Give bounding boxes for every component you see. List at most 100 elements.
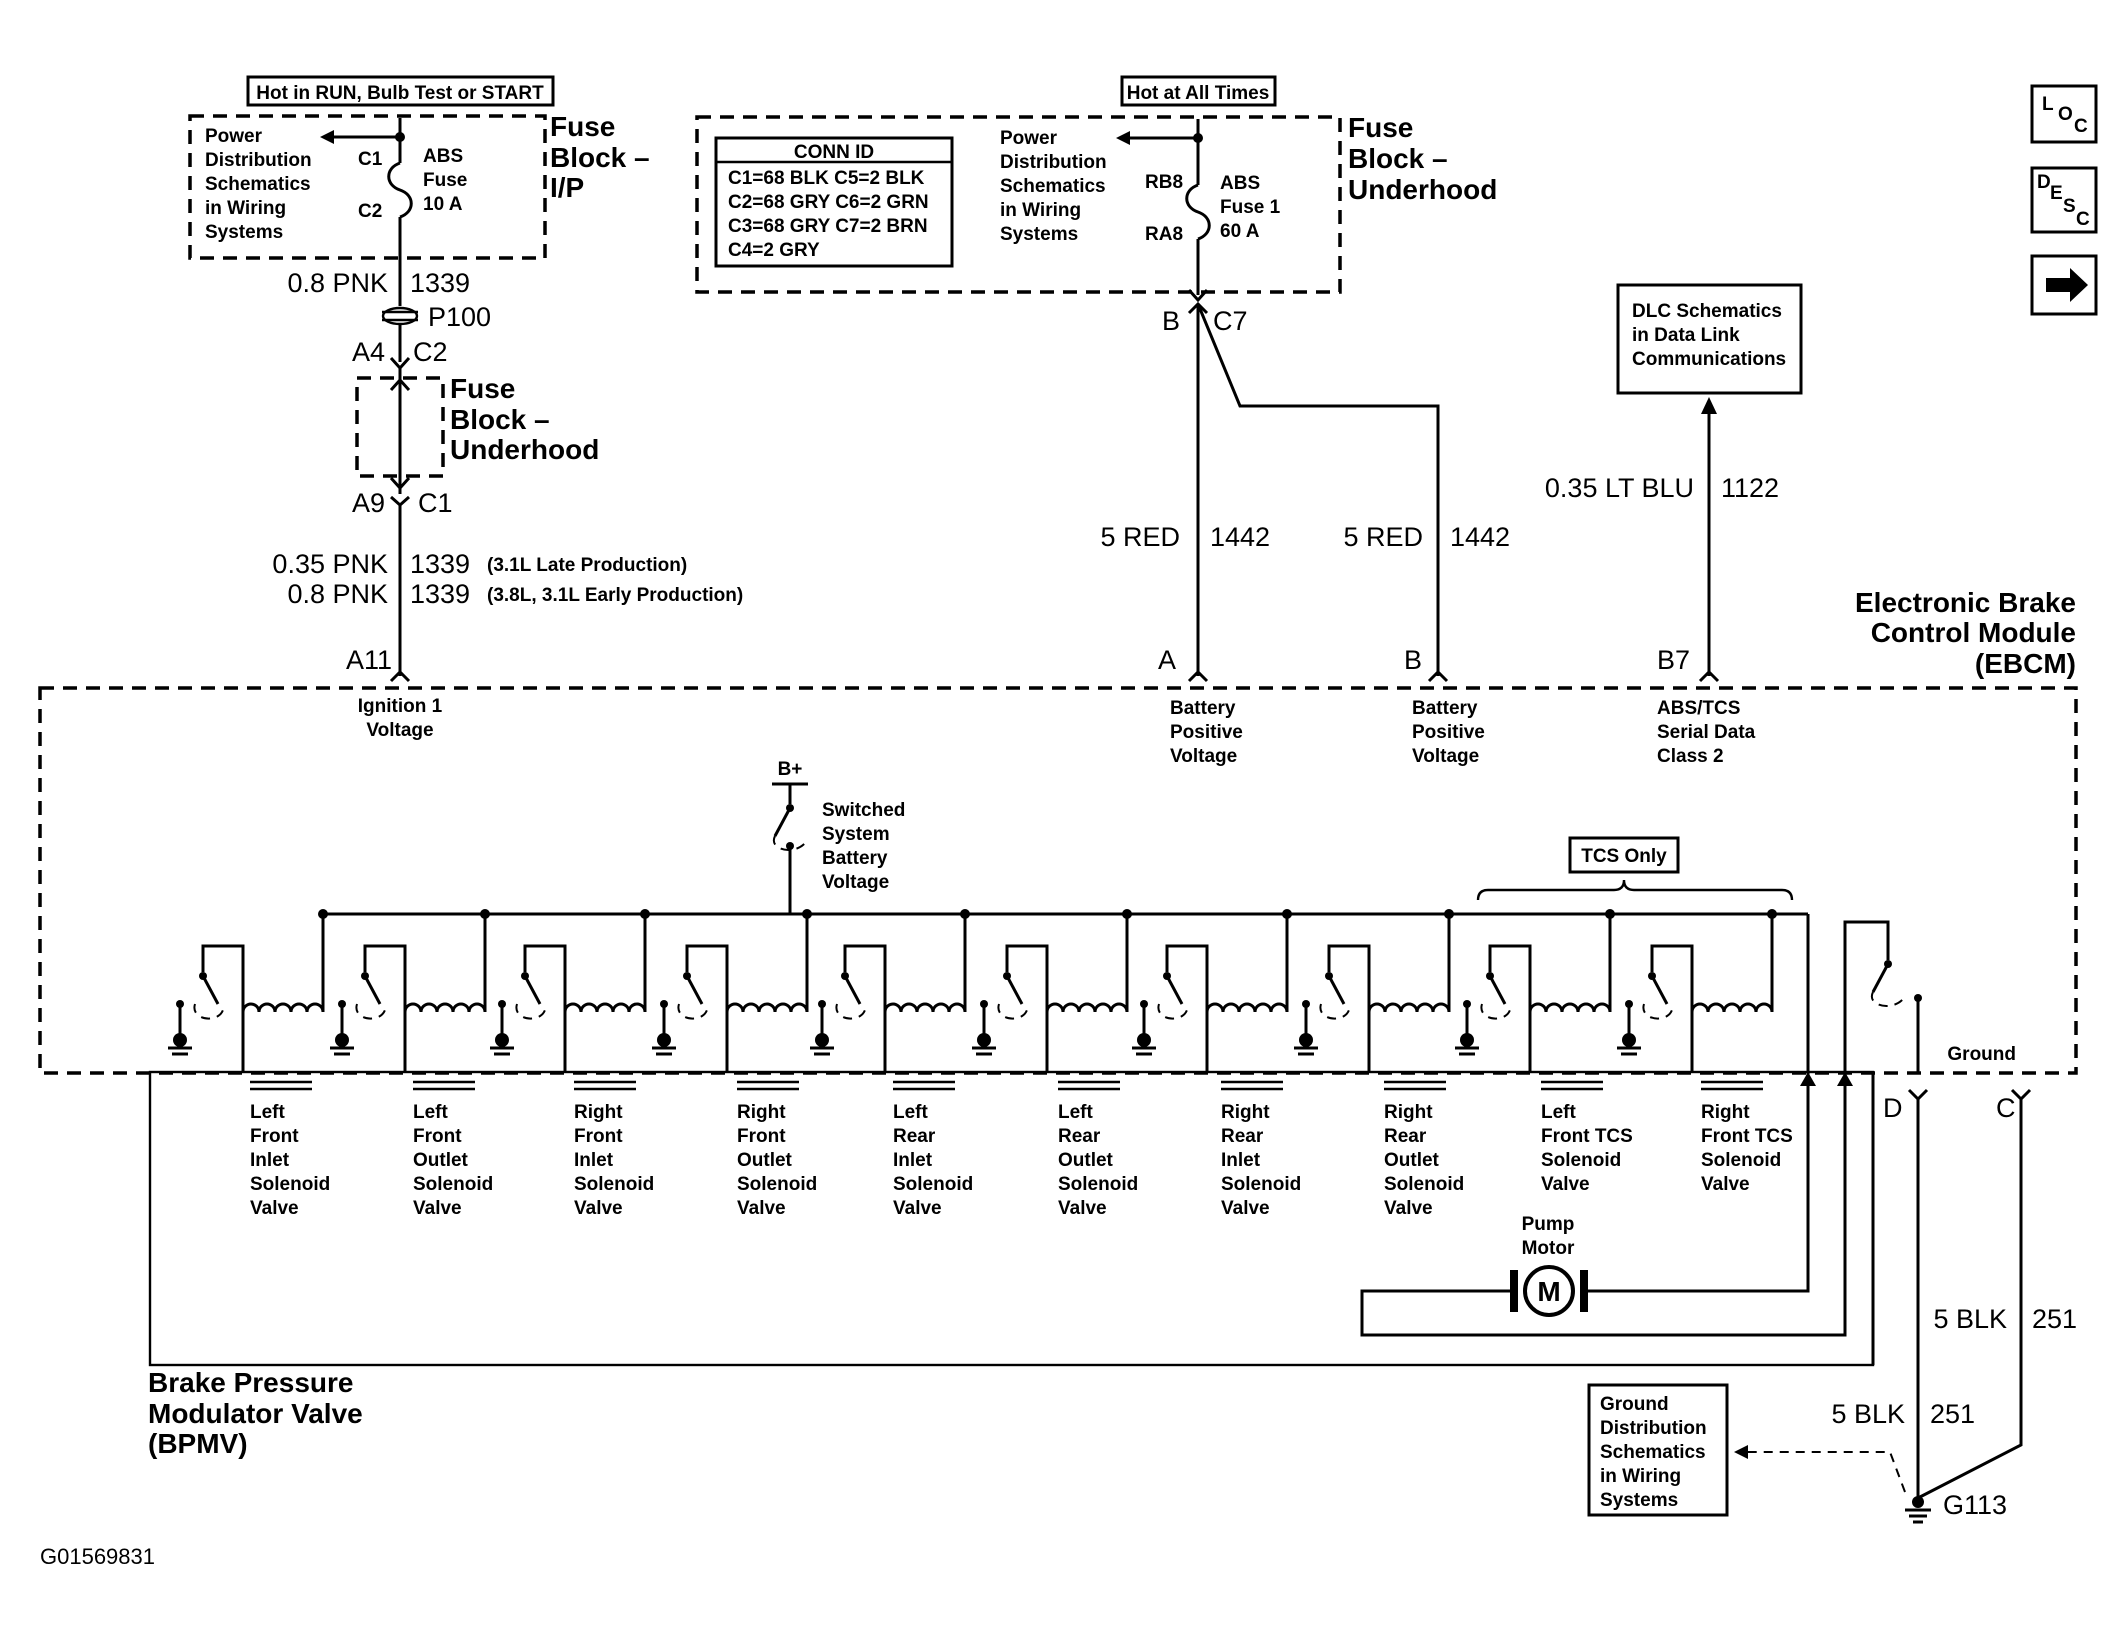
pin-b-c7: B (1162, 306, 1180, 336)
fuse-uh-ref-1: Power (1000, 128, 1058, 149)
chassis-ground-icon (815, 1033, 829, 1047)
svg-text:C: C (2074, 116, 2088, 137)
dlc-func-2: Serial Data (1657, 722, 1756, 743)
driver-switch-icon (363, 975, 382, 1005)
chassis-ground-icon (977, 1033, 991, 1047)
driver-switch-icon (685, 975, 704, 1005)
solenoid-coil-icon (563, 1002, 647, 1072)
valve-label-line: Inlet (893, 1150, 933, 1171)
valve-label-line: Left (1058, 1102, 1094, 1123)
fuse-ip-ref-4: in Wiring (205, 198, 286, 219)
svg-text:O: O (2058, 104, 2073, 125)
valve-label-line: Right (737, 1102, 786, 1123)
solenoid-coil-icon (1205, 1002, 1289, 1072)
valve-label-line: Valve (1221, 1198, 1270, 1219)
ign-func-1: Ignition 1 (358, 696, 443, 717)
pin-c7: C7 (1213, 306, 1248, 336)
driver-switch-icon (1650, 975, 1669, 1005)
fuse-ip-pin-c2: C2 (358, 201, 382, 222)
valve-label-line: Left (250, 1102, 286, 1123)
ground-label: Ground (1947, 1044, 2016, 1065)
valve-labels: LeftFrontInletSolenoidValveLeftFrontOutl… (250, 1080, 1793, 1219)
pin-b-ebcm: B (1404, 645, 1422, 675)
splice-p100-icon (381, 306, 419, 326)
chassis-ground-icon (173, 1033, 187, 1047)
driver-switch-icon (1005, 975, 1024, 1005)
batt-wire-a: 5 RED (1100, 522, 1180, 552)
valve-label-line: Front TCS (1701, 1126, 1793, 1147)
solenoid-driver-7 (1132, 909, 1292, 1072)
dlc-box-1: DLC Schematics (1632, 301, 1782, 322)
uh-small-label-1: Fuse (450, 373, 515, 404)
dlc-circuit-num: 1122 (1721, 473, 1779, 503)
pump-motor-symbol: M (1537, 1276, 1560, 1307)
pin-c2-ign: C2 (413, 337, 448, 367)
fuse-uh-fuse-3: 60 A (1220, 221, 1260, 242)
pin-c-ground: C (1996, 1093, 2016, 1123)
pin-d: D (1883, 1093, 1903, 1123)
figure-id: G01569831 (40, 1544, 155, 1569)
valve-label-line: Valve (1701, 1174, 1750, 1195)
svg-text:C: C (2076, 209, 2090, 230)
valve-label-line: Front (250, 1126, 299, 1147)
nav-next-button[interactable] (2030, 254, 2098, 316)
fuse-block-underhood: Hot at All Times Fuse Block – Underhood … (695, 75, 1497, 295)
chassis-ground-icon (1137, 1033, 1151, 1047)
valve-label-line: Valve (250, 1198, 299, 1219)
fuse-ip-header-box (246, 75, 555, 107)
fuse-ip-ref-1: Power (205, 126, 263, 147)
ign-circuit-a: 1339 (410, 549, 470, 579)
ign-circuit-b: 1339 (410, 579, 470, 609)
valve-label-line: Valve (737, 1198, 786, 1219)
ground-circuit: D C 5 BLK 251 5 BLK 251 G113 Ground Dist… (1587, 1072, 2077, 1524)
fuse-uh-fuse-icon (1185, 183, 1211, 241)
valve-label-line: Solenoid (413, 1174, 493, 1195)
nav-desc-button[interactable]: D E S C (2030, 166, 2098, 234)
svg-text:E: E (2050, 183, 2063, 204)
dlc-func-3: Class 2 (1657, 746, 1724, 767)
solenoid-driver-5 (810, 909, 970, 1072)
valve-label-line: Outlet (737, 1150, 793, 1171)
valve-label-line: Valve (1384, 1198, 1433, 1219)
fuse-ip-pin-c1: C1 (358, 149, 383, 170)
batt-func-b-3: Voltage (1412, 746, 1479, 767)
ign-note-a: (3.1L Late Production) (487, 555, 687, 576)
fuse-uh-header: Hot at All Times (1127, 83, 1270, 104)
pin-b7: B7 (1657, 645, 1690, 675)
gnd-ref-2: Distribution (1600, 1418, 1707, 1439)
driver-switch-icon (523, 975, 542, 1005)
dlc-box-2: in Data Link (1632, 325, 1740, 346)
bplus-label: B+ (778, 759, 803, 780)
ebcm-outline (38, 686, 2078, 1075)
solenoid-driver-3 (490, 909, 650, 1072)
fuse-ip-label-1: Fuse (550, 111, 615, 142)
dlc-ref-box (1616, 283, 1803, 395)
gnd-ref-1: Ground (1600, 1394, 1669, 1415)
conn-id-row-1: C1=68 BLK C5=2 BLK (728, 168, 925, 189)
batt-func-b-1: Battery (1412, 698, 1478, 719)
fuse-uh-header-box (1120, 75, 1277, 107)
valve-label-line: Rear (1058, 1126, 1101, 1147)
fuse-ip-fuse-icon (387, 161, 413, 219)
uh-small-label-2: Block – (450, 404, 550, 435)
valve-label-line: Valve (413, 1198, 462, 1219)
valve-label-line: Solenoid (1384, 1174, 1464, 1195)
solenoid-driver-4 (652, 909, 812, 1072)
chassis-ground-icon (1299, 1033, 1313, 1047)
uh-small-label-3: Underhood (450, 434, 599, 465)
valve-label-line: Outlet (1384, 1150, 1440, 1171)
nav-loc-button[interactable]: L O C (2030, 84, 2098, 144)
fuse-ip-ref-5: Systems (205, 222, 283, 243)
bpmv-outline (148, 1070, 1875, 1367)
batt-func-b-2: Positive (1412, 722, 1485, 743)
fuse-uh-label-2: Block – (1348, 143, 1448, 174)
dlc-arrow-icon (1701, 397, 1717, 414)
ign-wire-top: 0.8 PNK (287, 268, 388, 298)
pump-motor-icon (1523, 1265, 1575, 1317)
fuse-uh-fuse-2: Fuse 1 (1220, 197, 1281, 218)
dlc-box-3: Communications (1632, 349, 1786, 370)
fuse-ip-outline (188, 114, 547, 260)
switched-4: Voltage (822, 872, 889, 893)
